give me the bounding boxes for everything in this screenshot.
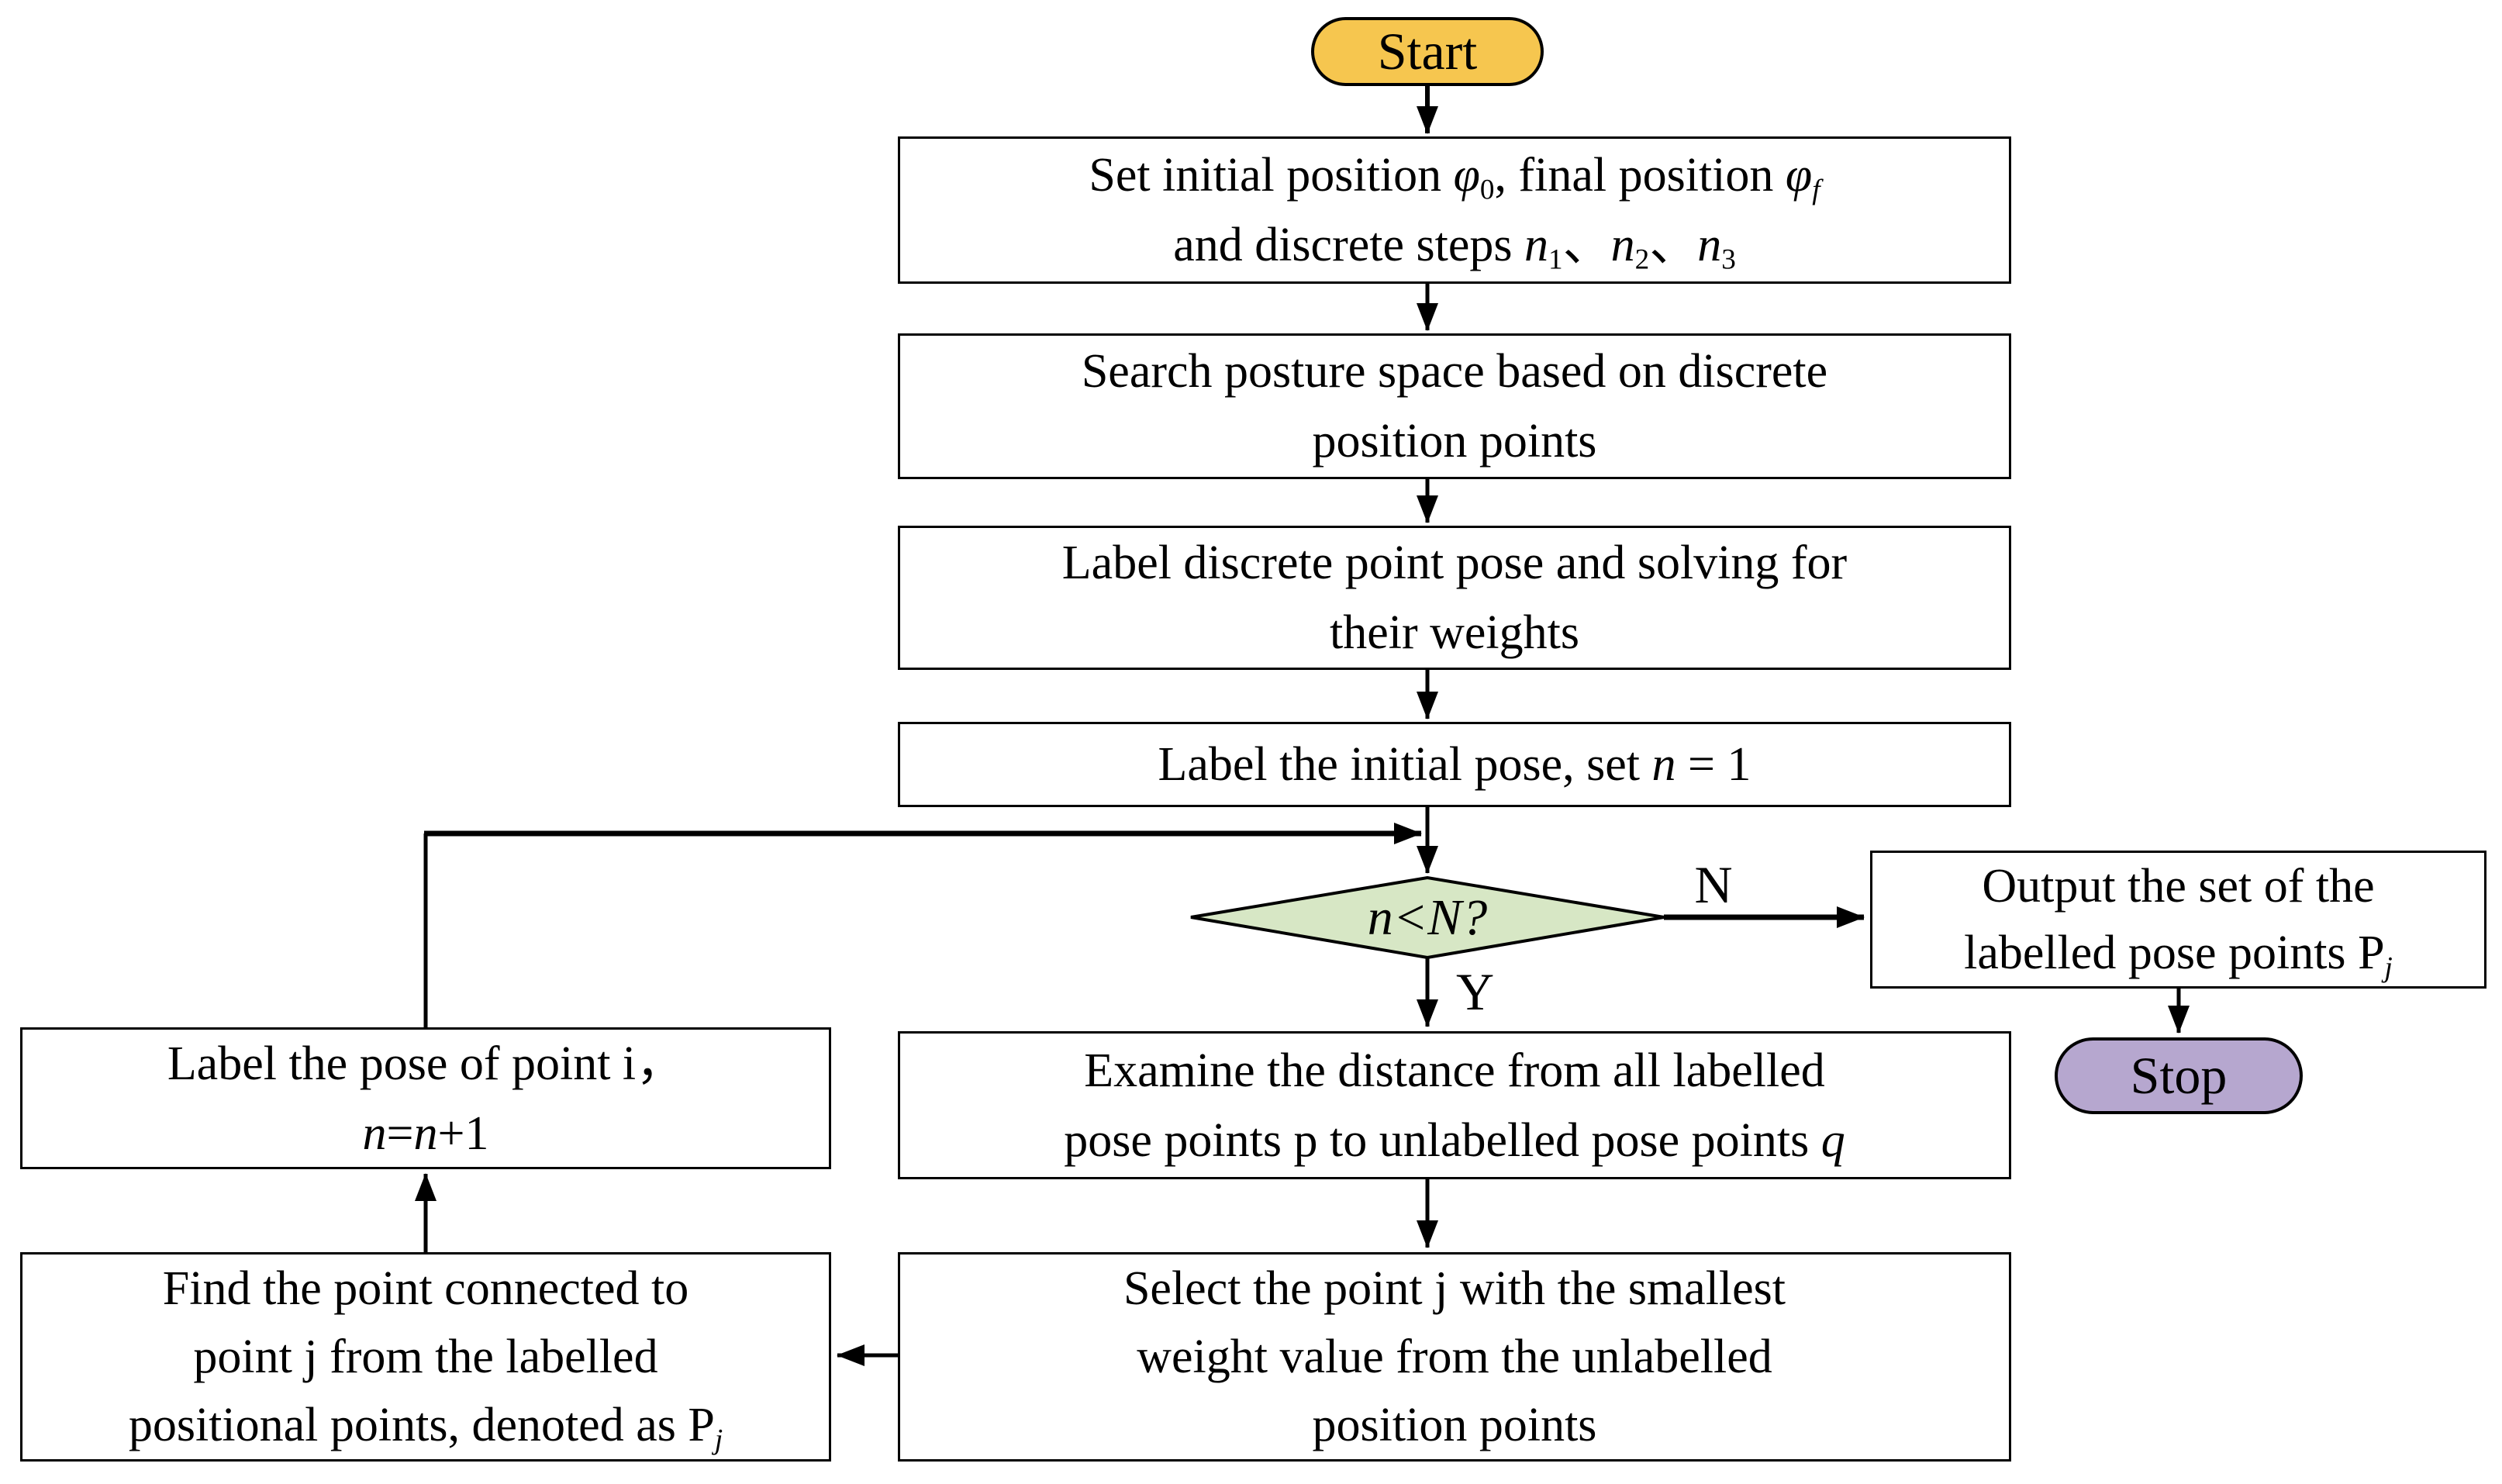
text-run: labelled pose points [1964, 927, 2359, 979]
line-1: Find the point connected to [162, 1262, 689, 1315]
P-symbol: P [688, 1399, 715, 1451]
n-symbol: n [413, 1106, 438, 1160]
line-1: Label the initial pose, set n = 1 [1158, 730, 1751, 799]
n-symbol: n [1697, 219, 1722, 271]
node-decision-n-less-than-N: n < N? [1191, 878, 1664, 958]
ideographic-comma: 、 [1562, 219, 1611, 271]
node-set-initial-position: Set initial position φ0, final position … [898, 136, 2011, 284]
phi-symbol: φ [1785, 149, 1813, 202]
text-run: positional points, denoted as [128, 1399, 688, 1451]
line-2: their weights [1330, 606, 1579, 659]
N-symbol: N [1427, 889, 1462, 946]
node-label-pose-point-i: Label the pose of point i， n=n+1 [20, 1027, 831, 1169]
n-symbol: n [362, 1106, 387, 1160]
P-symbol: P [2358, 927, 2385, 979]
line-2: pose points p to unlabelled pose points … [1064, 1106, 1845, 1175]
line-1: Select the point j with the smallest [1123, 1262, 1786, 1315]
node-stop: Stop [2055, 1037, 2303, 1114]
n-symbol: n [1610, 219, 1635, 271]
line-2: n=n+1 [363, 1099, 489, 1168]
ideographic-comma: 、 [1649, 219, 1698, 271]
node-label-discrete-pose: Label discrete point pose and solving fo… [898, 526, 2011, 670]
subscript-2: 2 [1634, 243, 1650, 276]
line-2: labelled pose points Pj [1964, 920, 2393, 986]
start-label: Start [1377, 22, 1478, 81]
question-mark: ? [1462, 889, 1488, 946]
edge-label-no: N [1667, 854, 1760, 916]
node-search-posture-space: Search posture space based on discrete p… [898, 333, 2011, 479]
line-2: weight value from the unlabelled [1137, 1330, 1772, 1383]
text-run: Set initial position [1089, 149, 1454, 202]
line-1: Search posture space based on discrete [1081, 345, 1828, 398]
node-examine-distance: Examine the distance from all labelled p… [898, 1031, 2011, 1179]
line-1: Label the pose of point i， [167, 1037, 685, 1090]
node-output-labelled-points: Output the set of the labelled pose poin… [1870, 851, 2486, 989]
subscript-f: f [1812, 174, 1820, 206]
line-1: Label discrete point pose and solving fo… [1061, 537, 1848, 589]
phi-symbol: φ [1453, 149, 1480, 202]
n-symbol: n [1651, 738, 1676, 791]
subscript-1: 1 [1548, 243, 1563, 276]
line-1: Examine the distance from all labelled [1084, 1044, 1825, 1097]
node-select-smallest-weight: Select the point j with the smallest wei… [898, 1252, 2011, 1462]
text-run: +1 [437, 1106, 489, 1160]
line-1: Output the set of the [1982, 860, 2375, 913]
subscript-j: j [2384, 951, 2393, 984]
node-find-connected-point: Find the point connected to point j from… [20, 1252, 831, 1462]
line-3: position points [1312, 1399, 1597, 1451]
line-3: positional points, denoted as Pj [129, 1391, 723, 1459]
line-2: position points [1312, 415, 1597, 468]
stop-label: Stop [2130, 1046, 2228, 1105]
line-2: point j from the labelled [193, 1330, 658, 1383]
line-2: and discrete steps n1、n2、n3 [1173, 210, 1736, 280]
line-1: Set initial position φ0, final position … [1089, 140, 1820, 210]
edge-label-yes: Y [1456, 961, 1549, 1023]
subscript-3: 3 [1721, 243, 1736, 276]
n-symbol: n [1524, 219, 1548, 271]
subscript-j: j [714, 1424, 723, 1456]
text-run: pose points p to unlabelled pose points [1064, 1113, 1821, 1167]
subscript-0: 0 [1479, 174, 1495, 206]
text-run: N [1694, 855, 1733, 914]
text-run: < [1392, 889, 1428, 946]
equals-sign: = [386, 1106, 414, 1160]
text-run: Y [1456, 962, 1495, 1021]
node-label-initial-pose: Label the initial pose, set n = 1 [898, 722, 2011, 807]
text-run: and discrete steps [1173, 219, 1524, 271]
text-run: , final position [1494, 149, 1786, 202]
n-symbol: n [1367, 889, 1393, 946]
q-symbol: q [1820, 1113, 1845, 1167]
node-start: Start [1311, 17, 1544, 86]
text-run: = 1 [1675, 738, 1751, 791]
text-run: Label the initial pose, set [1158, 738, 1652, 791]
